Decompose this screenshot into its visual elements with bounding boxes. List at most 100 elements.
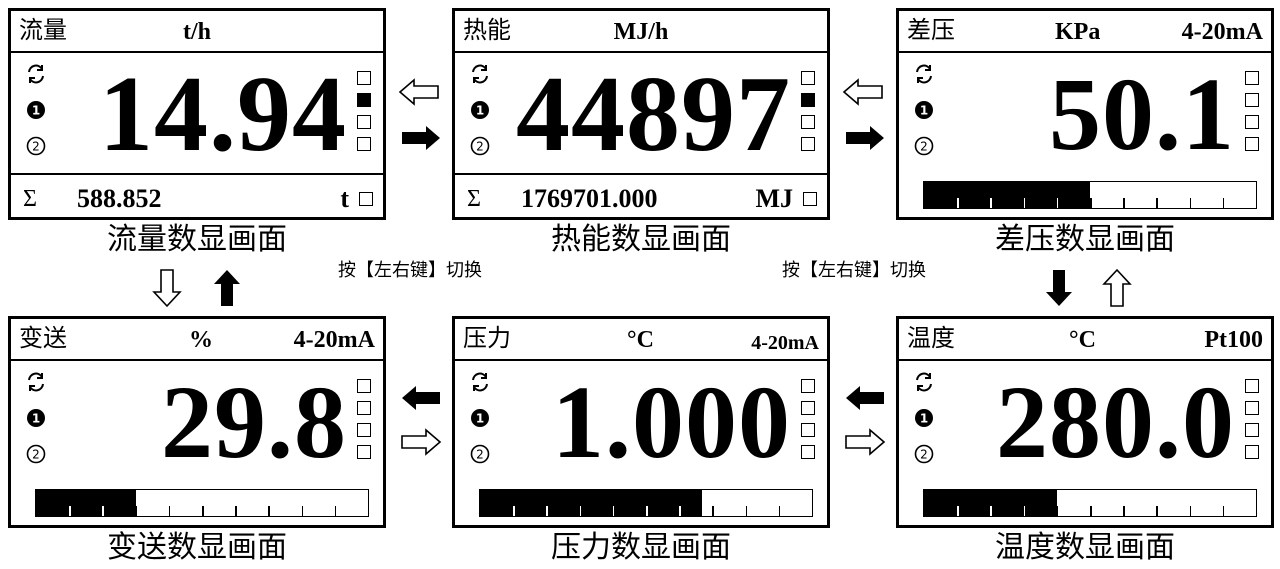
status-box bbox=[357, 93, 371, 107]
status-box bbox=[801, 423, 815, 437]
bar-graph-tick bbox=[513, 506, 515, 516]
channel-2-icon: 2 bbox=[469, 135, 491, 157]
panel-title: 温度 bbox=[907, 324, 955, 352]
svg-text:1: 1 bbox=[920, 104, 928, 118]
bar-graph-tick bbox=[712, 506, 714, 516]
status-box bbox=[357, 379, 371, 393]
panel-header: 变送 % 4-20mA bbox=[11, 319, 383, 361]
bar-graph-tick bbox=[1189, 506, 1192, 516]
arrow-left-solid-icon bbox=[844, 384, 886, 412]
status-indicators bbox=[1245, 379, 1261, 469]
bar-graph-tick bbox=[957, 198, 959, 208]
svg-text:2: 2 bbox=[32, 448, 40, 462]
bar-graph-tick bbox=[334, 506, 337, 516]
bar-graph-tick bbox=[301, 506, 304, 516]
cycle-icon bbox=[25, 63, 47, 85]
svg-text:2: 2 bbox=[476, 448, 484, 462]
unit-label: % bbox=[189, 327, 213, 353]
bar-graph-fill bbox=[480, 490, 703, 516]
status-box bbox=[801, 137, 815, 151]
main-value: 50.1 bbox=[1049, 57, 1235, 172]
status-box bbox=[357, 115, 371, 129]
switch-note-left: 按【左右键】切换 bbox=[338, 260, 482, 281]
bar-graph-tick bbox=[546, 506, 548, 516]
mode-icons: 1 2 bbox=[913, 63, 939, 163]
status-box bbox=[801, 71, 815, 85]
status-box bbox=[1245, 401, 1259, 415]
status-box bbox=[801, 379, 815, 393]
svg-text:2: 2 bbox=[32, 140, 40, 154]
channel-1-icon: 1 bbox=[469, 407, 491, 429]
panel-title: 变送 bbox=[19, 324, 67, 352]
status-indicators bbox=[801, 379, 817, 469]
unit-label: t/h bbox=[182, 19, 211, 45]
pressure-display-panel: 压力 °C 4-20mA 1 2 1.000 bbox=[452, 316, 830, 528]
status-box bbox=[1245, 93, 1259, 107]
panel-title: 差压 bbox=[907, 16, 955, 44]
bar-graph-tick bbox=[1222, 198, 1225, 208]
caption-temperature: 温度数显画面 bbox=[995, 530, 1175, 565]
signal-type: 4-20mA bbox=[751, 332, 819, 354]
bar-graph-fill bbox=[924, 182, 1090, 208]
mode-icons: 1 2 bbox=[913, 371, 939, 471]
arrow-right-hollow-icon bbox=[844, 428, 886, 456]
sigma-symbol: Σ bbox=[23, 186, 37, 212]
channel-1-icon: 1 bbox=[913, 99, 935, 121]
status-box bbox=[801, 401, 815, 415]
cycle-icon bbox=[25, 371, 47, 393]
arrow-down-hollow-icon bbox=[152, 268, 182, 308]
heat-display-panel: 热能 MJ/h 1 2 44897 Σ 1769701.000 MJ bbox=[452, 8, 830, 220]
panel-header: 温度 °C Pt100 bbox=[899, 319, 1271, 361]
bar-graph-tick bbox=[1023, 506, 1026, 516]
arrow-left-hollow-icon bbox=[842, 78, 884, 106]
svg-text:1: 1 bbox=[920, 412, 928, 426]
svg-text:2: 2 bbox=[920, 140, 928, 154]
cycle-icon bbox=[469, 63, 491, 85]
totalizer-row: Σ 1769701.000 MJ bbox=[455, 173, 827, 217]
temperature-display-panel: 温度 °C Pt100 1 2 280.0 bbox=[896, 316, 1274, 528]
bar-graph-tick bbox=[646, 506, 648, 516]
status-box bbox=[1245, 137, 1259, 151]
bar-graph-tick bbox=[612, 506, 615, 516]
signal-type: 4-20mA bbox=[1181, 19, 1263, 45]
main-value: 29.8 bbox=[161, 365, 347, 480]
panel-header: 流量 t/h bbox=[11, 11, 383, 53]
diff-pressure-display-panel: 差压 KPa 4-20mA 1 2 50.1 bbox=[896, 8, 1274, 220]
bar-graph-tick bbox=[1023, 198, 1026, 208]
panel-header: 压力 °C 4-20mA bbox=[455, 319, 827, 361]
panel-title: 压力 bbox=[463, 324, 511, 352]
bar-graph-tick bbox=[202, 506, 204, 516]
channel-1-icon: 1 bbox=[913, 407, 935, 429]
caption-heat: 热能数显画面 bbox=[551, 222, 731, 257]
panel-header: 差压 KPa 4-20mA bbox=[899, 11, 1271, 53]
svg-text:1: 1 bbox=[476, 412, 484, 426]
bar-graph-tick bbox=[1222, 506, 1225, 516]
status-indicators bbox=[801, 71, 817, 161]
bar-graph-tick bbox=[268, 506, 270, 516]
channel-2-icon: 2 bbox=[913, 135, 935, 157]
cycle-icon bbox=[469, 371, 491, 393]
bar-graph-fill bbox=[36, 490, 136, 516]
status-box bbox=[1245, 71, 1259, 85]
bar-graph-tick bbox=[1123, 506, 1125, 516]
mode-icons: 1 2 bbox=[25, 63, 51, 163]
main-value: 1.000 bbox=[552, 365, 791, 480]
svg-text:2: 2 bbox=[476, 140, 484, 154]
cycle-icon bbox=[913, 371, 935, 393]
channel-1-icon: 1 bbox=[25, 407, 47, 429]
channel-2-icon: 2 bbox=[913, 443, 935, 465]
total-indicator-box bbox=[359, 192, 373, 206]
status-indicators bbox=[357, 379, 373, 469]
bar-graph-tick bbox=[1056, 198, 1059, 208]
bar-graph-tick bbox=[990, 198, 992, 208]
bar-graph-tick bbox=[778, 506, 781, 516]
totalizer-row: Σ 588.852 t bbox=[11, 173, 383, 217]
bar-graph bbox=[35, 489, 369, 517]
mode-icons: 1 2 bbox=[25, 371, 51, 471]
svg-text:2: 2 bbox=[920, 448, 928, 462]
status-box bbox=[357, 401, 371, 415]
total-value: 588.852 bbox=[77, 184, 162, 213]
svg-text:1: 1 bbox=[32, 412, 40, 426]
arrow-down-solid-icon bbox=[1044, 268, 1074, 308]
bar-graph-tick bbox=[745, 506, 748, 516]
